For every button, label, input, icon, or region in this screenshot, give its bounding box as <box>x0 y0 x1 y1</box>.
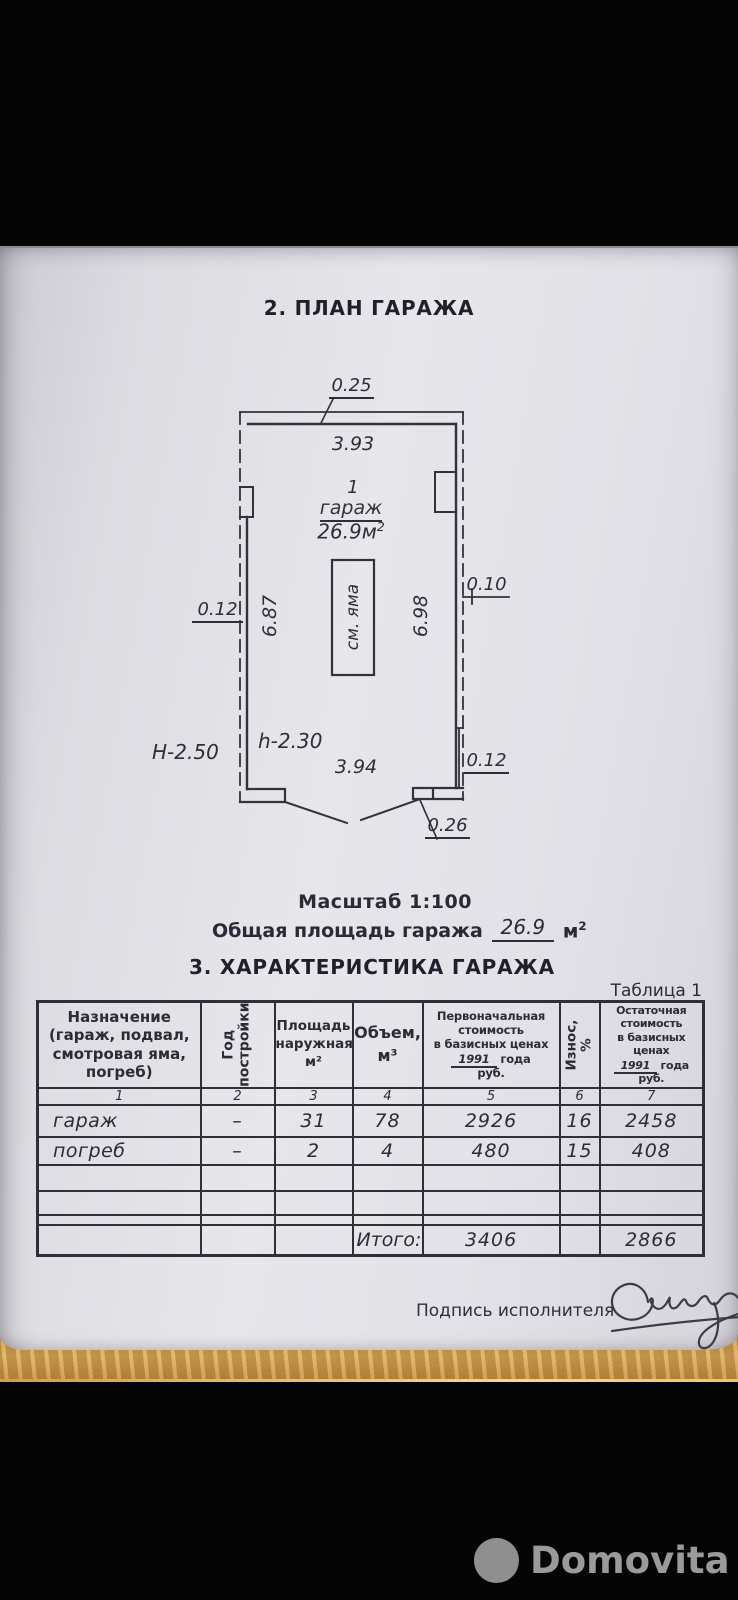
cell-residual: 2458 <box>598 1103 705 1138</box>
table-row-garage: гараж – 31 78 2926 16 2458 <box>36 1103 705 1138</box>
total-initial-cost: 3406 <box>421 1223 561 1257</box>
header-year-built: Год постройки <box>220 1002 253 1087</box>
table-row-cellar: погреб – 2 4 480 15 408 <box>36 1135 705 1166</box>
cell-empty <box>36 1223 202 1257</box>
plan-section-title: 2. ПЛАН ГАРАЖА <box>263 296 475 320</box>
cell-empty <box>273 1163 354 1192</box>
header-purpose: Назначение (гараж, подвал, смотровая яма… <box>48 1007 190 1082</box>
characteristics-section-title: 3. ХАРАКТЕРИСТИКА ГАРАЖА <box>189 955 555 979</box>
cell-year: – <box>199 1135 276 1166</box>
col-num: 5 <box>421 1086 561 1106</box>
table-row-empty <box>36 1213 705 1226</box>
column-number-row: 1 2 3 4 5 6 7 <box>36 1086 705 1106</box>
room-name: гараж <box>316 497 386 522</box>
col-num: 3 <box>273 1086 354 1106</box>
cell-name: погреб <box>36 1135 202 1166</box>
col-num: 4 <box>351 1086 424 1106</box>
cell-empty <box>351 1163 424 1192</box>
total-area-value: 26.9 <box>491 915 554 942</box>
total-label: Итого: <box>351 1223 424 1257</box>
cell-empty <box>199 1223 276 1257</box>
inspection-pit-label: см. яма <box>343 583 363 651</box>
header-residual-cost: Остаточная стоимость в базисных ценах 19… <box>602 1004 702 1085</box>
cell-wear: 16 <box>558 1103 601 1138</box>
cell-empty <box>36 1213 202 1226</box>
header-outer-area: Площадь наружная, м² <box>275 1018 353 1070</box>
cell-empty <box>351 1213 424 1226</box>
cell-empty <box>558 1223 601 1257</box>
dim-left-wall-thickness: 0.12 <box>192 599 243 623</box>
table-total-row: Итого: 3406 2866 <box>36 1223 705 1257</box>
signature-label: Подпись исполнителя <box>416 1301 615 1321</box>
total-residual-cost: 2866 <box>598 1223 705 1257</box>
cell-wear: 15 <box>558 1135 601 1166</box>
cell-empty <box>199 1213 276 1226</box>
brand-circle-icon <box>474 1538 519 1583</box>
scale-line: Масштаб 1:100 <box>298 891 472 913</box>
table-caption: Таблица 1 <box>610 981 702 1001</box>
characteristics-table: Назначение (гараж, подвал, смотровая яма… <box>36 1000 705 1257</box>
cell-empty <box>351 1189 424 1216</box>
cell-empty <box>273 1189 354 1216</box>
dim-gate-wall: 0.26 <box>425 815 470 839</box>
table-row-empty <box>36 1163 705 1192</box>
cell-empty <box>421 1213 561 1226</box>
cell-name: гараж <box>36 1103 202 1138</box>
col-num: 6 <box>558 1086 601 1106</box>
cell-empty <box>598 1163 705 1192</box>
cell-cost: 480 <box>421 1135 561 1166</box>
header-wear: Износ, % <box>563 1019 595 1071</box>
cell-empty <box>598 1213 705 1226</box>
col-num: 7 <box>598 1086 705 1106</box>
header-volume: Объем, м³ <box>354 1023 421 1065</box>
cell-empty <box>199 1163 276 1192</box>
domovita-watermark: Domovita <box>474 1538 730 1583</box>
cell-empty <box>36 1189 202 1216</box>
cell-empty <box>199 1189 276 1216</box>
cell-empty <box>598 1189 705 1216</box>
cell-empty <box>36 1163 202 1192</box>
room-area: 26.9м2 <box>317 519 385 544</box>
dim-right-wall-upper: 0.10 <box>466 574 507 595</box>
col-num: 1 <box>36 1086 202 1106</box>
room-number: 1 <box>347 477 359 498</box>
cell-empty <box>273 1223 354 1257</box>
dim-left-length: 6.87 <box>259 594 281 638</box>
dim-top-width: 3.93 <box>331 433 375 455</box>
dim-top-wall-thickness: 0.25 <box>329 375 374 399</box>
cell-residual: 408 <box>598 1135 705 1166</box>
cell-area: 31 <box>273 1103 354 1138</box>
table-header-row: Назначение (гараж, подвал, смотровая яма… <box>36 1000 705 1089</box>
total-area-unit: м2 <box>562 918 587 942</box>
brand-name: Domovita <box>530 1539 730 1582</box>
cell-volume: 78 <box>351 1103 424 1138</box>
cell-empty <box>558 1213 601 1226</box>
table-row-empty <box>36 1189 705 1216</box>
dim-right-length: 6.98 <box>410 594 432 638</box>
cell-cost: 2926 <box>421 1103 561 1138</box>
cell-volume: 4 <box>351 1135 424 1166</box>
cell-empty <box>558 1189 601 1216</box>
cell-empty <box>421 1189 561 1216</box>
inner-height-label: h-2.30 <box>258 729 323 753</box>
total-area-prefix: Общая площадь гаража <box>212 920 483 942</box>
cell-empty <box>273 1213 354 1226</box>
cell-area: 2 <box>273 1135 354 1166</box>
header-initial-cost: Первоначальная стоимость в базисных цена… <box>433 1009 549 1081</box>
outer-height-label: Н-2.50 <box>152 740 219 764</box>
col-num: 2 <box>199 1086 276 1106</box>
cell-year: – <box>199 1103 276 1138</box>
total-area-line: Общая площадь гаража 26.9 м2 <box>212 915 587 942</box>
dim-right-wall-lower: 0.12 <box>464 750 509 774</box>
cell-empty <box>558 1163 601 1192</box>
cell-empty <box>421 1163 561 1192</box>
dim-bottom-width: 3.94 <box>334 756 378 778</box>
